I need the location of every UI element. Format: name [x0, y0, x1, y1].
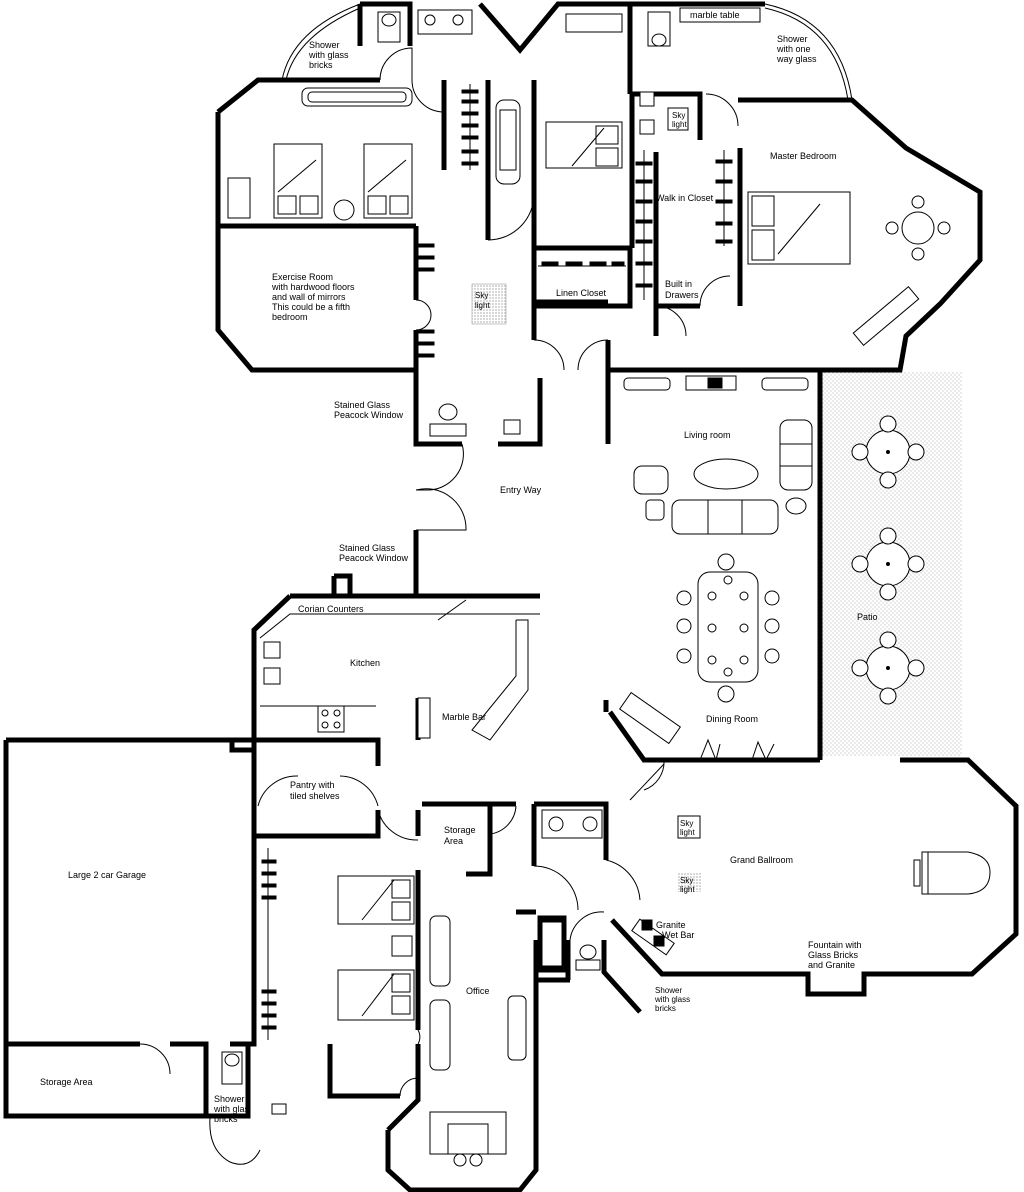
label-stained-glass-1a: Stained Glass: [334, 400, 391, 410]
label-grand-ballroom: Grand Ballroom: [730, 855, 793, 865]
label-shower-ne-1: Shower: [777, 34, 808, 44]
label-marble-bar: Marble Bar: [442, 712, 486, 722]
label-stained-glass-2b: Peacock Window: [339, 553, 409, 563]
label-skylight-1a: Sky: [672, 111, 685, 120]
label-fountain-1: Fountain with: [808, 940, 862, 950]
label-storage-area-sw: Storage Area: [40, 1077, 93, 1087]
label-entry-way: Entry Way: [500, 485, 542, 495]
label-skylight-4a: Sky: [680, 876, 693, 885]
label-garage: Large 2 car Garage: [68, 870, 146, 880]
label-shower-c-3: bricks: [655, 1004, 676, 1013]
skylight: [471, 283, 507, 325]
label-shower-ne-3: way glass: [776, 54, 817, 64]
label-exercise-6: bedroom: [272, 312, 308, 322]
walls: [3, 1, 1019, 1192]
label-wet-bar-2: Wet Bar: [662, 930, 694, 940]
label-dining-room: Dining Room: [706, 714, 758, 724]
label-exercise-5: This could be a fifth: [272, 302, 350, 312]
door-swings: [139, 47, 775, 1097]
label-exercise-2: with hardwood floors: [271, 282, 355, 292]
label-skylight-4b: light: [680, 885, 695, 894]
label-shower-nw-2: with glass: [308, 50, 349, 60]
label-shower-nw-1: Shower: [309, 40, 340, 50]
label-marble-table: marble table: [690, 10, 740, 20]
label-patio: Patio: [857, 612, 878, 622]
label-skylight-2a: Sky: [475, 291, 488, 300]
label-shower-ne-2: with one: [776, 44, 811, 54]
label-drawers-2: Drawers: [665, 290, 699, 300]
label-shower-sw-1: Shower: [214, 1094, 245, 1104]
label-kitchen: Kitchen: [350, 658, 380, 668]
furniture: [5, 7, 991, 1167]
label-corian-counters: Corian Counters: [298, 604, 364, 614]
label-walk-in-closet: Walk in Closet: [656, 193, 714, 203]
label-shower-c-1: Shower: [655, 986, 682, 995]
label-fountain-2: Glass Bricks: [808, 950, 859, 960]
label-fountain-3: and Granite: [808, 960, 855, 970]
label-pantry-2: tiled shelves: [290, 791, 340, 801]
label-shower-sw-2: with glas: [213, 1104, 250, 1114]
label-shower-c-2: with glass: [654, 995, 690, 1004]
label-skylight-3a: Sky: [680, 819, 693, 828]
label-wet-bar-1: Granite: [656, 920, 686, 930]
label-skylight-2b: light: [475, 301, 490, 310]
label-exercise-1: Exercise Room: [272, 272, 333, 282]
label-drawers-1: Built in: [665, 279, 692, 289]
label-exercise-3: and wall of mirrors: [272, 292, 346, 302]
label-living-room: Living room: [684, 430, 731, 440]
label-pantry-1: Pantry with: [290, 780, 335, 790]
label-shower-nw-3: bricks: [309, 60, 333, 70]
label-master-bedroom: Master Bedroom: [770, 151, 837, 161]
skylight: [678, 872, 702, 892]
label-skylight-3b: light: [680, 828, 695, 837]
label-storage-2: Area: [444, 836, 463, 846]
label-stained-glass-1b: Peacock Window: [334, 410, 404, 420]
label-shower-sw-3: bricks: [214, 1114, 238, 1124]
label-office: Office: [466, 986, 489, 996]
label-storage-1: Storage: [444, 825, 476, 835]
label-linen-closet: Linen Closet: [556, 288, 607, 298]
label-stained-glass-2a: Stained Glass: [339, 543, 396, 553]
label-skylight-1b: light: [672, 120, 687, 129]
